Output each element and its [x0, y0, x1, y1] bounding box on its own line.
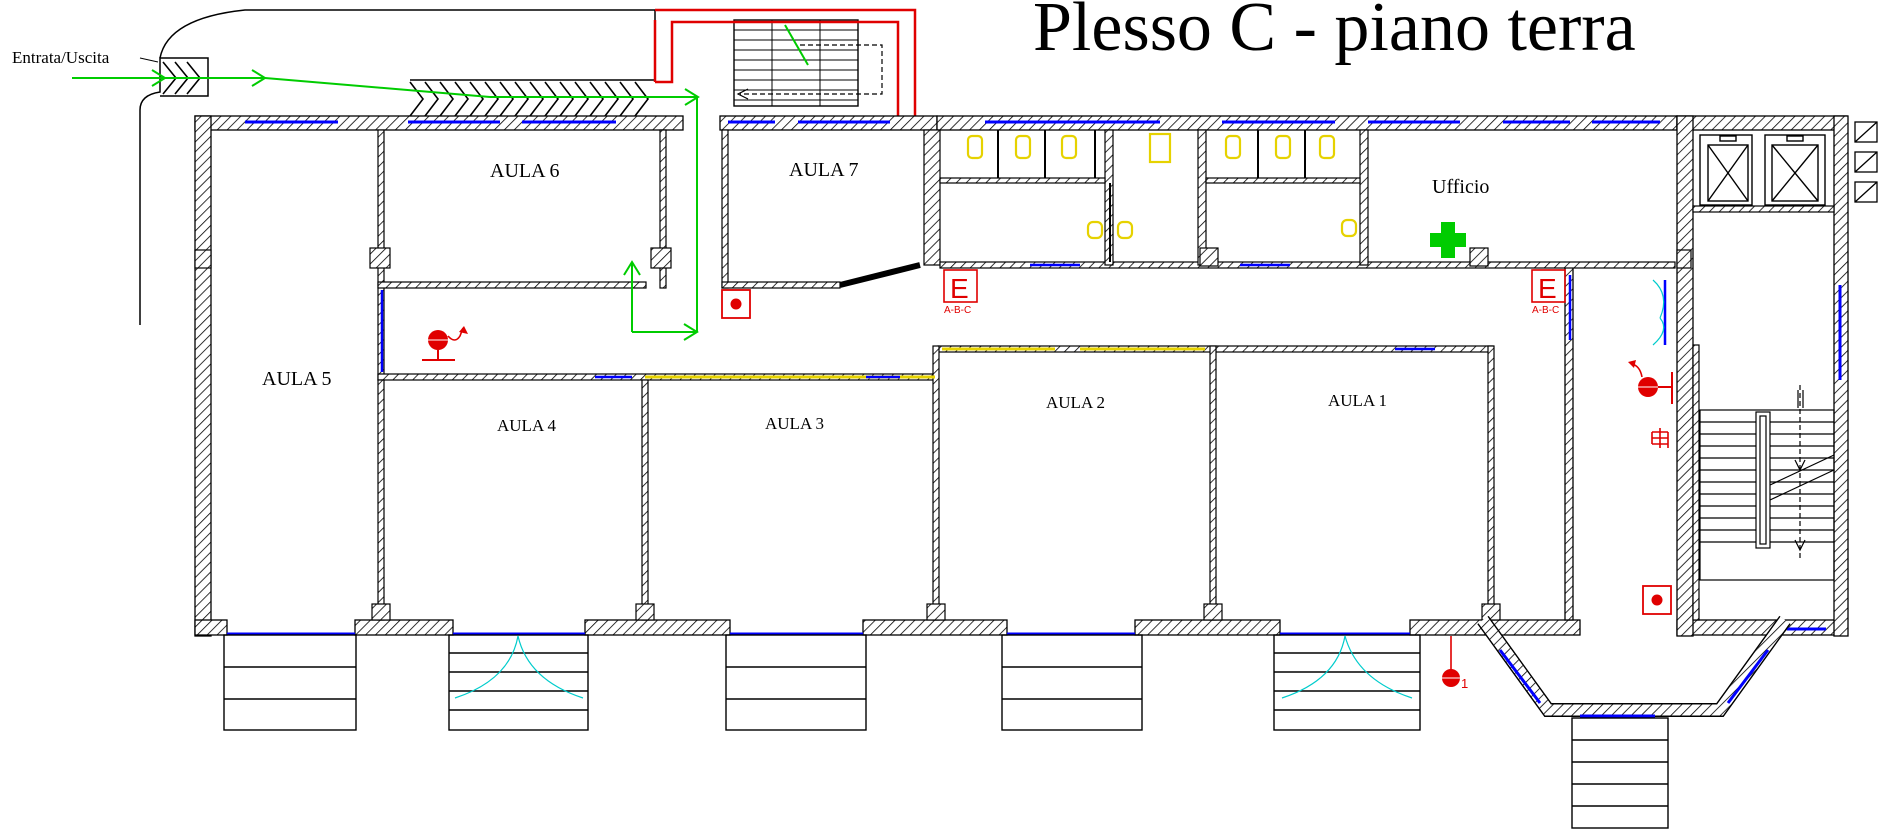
room-label-ufficio: Ufficio — [1432, 176, 1489, 198]
svg-text:E: E — [950, 273, 969, 304]
extinguisher-sign-icon: E A-B-C — [943, 269, 978, 316]
svg-text:E: E — [1538, 273, 1557, 304]
first-aid-cross-icon — [1430, 222, 1466, 258]
hydrant-icon: 1 — [1442, 636, 1468, 691]
exterior-staircase — [733, 19, 883, 107]
exterior-steps — [223, 634, 1669, 829]
room-label-aula-5: AULA 5 — [262, 368, 331, 390]
entrance-leader — [139, 57, 159, 63]
alarm-bell-icon — [1628, 360, 1673, 404]
room-label-aula-2: AULA 2 — [1046, 393, 1105, 412]
partitions-yellow — [645, 347, 1205, 379]
door-swings — [454, 279, 1665, 699]
windows-bottom — [227, 285, 1842, 636]
escape-route — [72, 24, 809, 341]
entrance-ramp — [139, 9, 680, 325]
ramp-chevrons — [162, 61, 650, 117]
plan-title: Plesso C - piano terra — [1033, 0, 1636, 66]
diagonal-wall — [839, 262, 921, 288]
corridor-openings — [380, 263, 1667, 379]
hose-reel-icon — [1651, 428, 1669, 448]
fire-alarm-button-icon — [721, 289, 751, 319]
edge-boxes — [1854, 121, 1878, 203]
room-label-aula-6: AULA 6 — [490, 160, 559, 182]
emergency-stair-outline — [653, 8, 917, 118]
interior-walls — [194, 129, 1835, 621]
room-label-aula-1: AULA 1 — [1328, 391, 1387, 410]
interior-staircase — [1699, 385, 1835, 581]
svg-text:1: 1 — [1461, 676, 1468, 691]
room-label-aula-4: AULA 4 — [497, 416, 557, 435]
toilet-icon — [966, 132, 1358, 240]
fire-alarm-button-icon — [1642, 585, 1672, 615]
extinguisher-sign-icon: E A-B-C — [1531, 269, 1566, 316]
entrance-label: Entrata/Uscita — [12, 48, 110, 67]
bay-window — [1477, 615, 1791, 718]
room-label-aula-7: AULA 7 — [789, 159, 858, 181]
toilet-stall-walls — [997, 130, 1306, 262]
svg-text:A-B-C: A-B-C — [1532, 305, 1559, 316]
svg-text:A-B-C: A-B-C — [944, 305, 971, 316]
alarm-bell-icon — [422, 326, 468, 361]
room-label-aula-3: AULA 3 — [765, 414, 824, 433]
elevator-icon — [1699, 134, 1826, 206]
